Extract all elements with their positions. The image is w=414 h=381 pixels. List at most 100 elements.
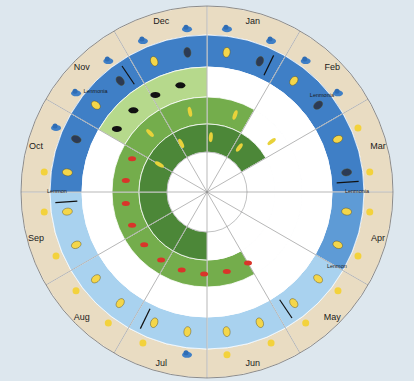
bird-icon — [288, 297, 300, 309]
month-divider — [207, 6, 208, 152]
month-label: Mar — [370, 142, 386, 151]
centre-disc — [167, 152, 247, 232]
wheel-rim — [21, 6, 393, 378]
bird-icon — [70, 134, 82, 144]
month-label: Dec — [153, 17, 169, 26]
spoke — [167, 192, 207, 193]
month-label: May — [324, 313, 341, 322]
animal-silhouette — [112, 126, 122, 132]
cloud-icon — [302, 57, 307, 62]
bird-icon — [341, 168, 352, 176]
tick-mark — [122, 66, 134, 84]
bird-icon — [222, 47, 230, 58]
bird-icon — [312, 99, 324, 111]
sun-icon — [223, 351, 230, 358]
sun-icon — [105, 319, 112, 326]
bird-icon — [222, 326, 230, 337]
sun-icon — [53, 253, 60, 260]
bird-icon — [90, 99, 102, 111]
tick-mark — [280, 300, 292, 318]
month-divider — [247, 192, 393, 193]
bird-icon — [114, 297, 126, 309]
yellow-plant-icon — [145, 128, 155, 138]
tick-mark — [55, 201, 77, 203]
bird-icon — [332, 134, 344, 144]
sun-icon — [334, 287, 341, 294]
red-plant-icon — [157, 257, 165, 262]
month-label: Apr — [371, 233, 385, 242]
month-label: Jan — [246, 17, 261, 26]
spoke — [207, 157, 227, 192]
spoke — [207, 192, 227, 227]
tick-mark — [337, 181, 359, 183]
species-label: Lenmonia — [83, 89, 107, 95]
red-plant-icon — [128, 156, 136, 161]
month-label: Jul — [155, 358, 167, 367]
month-label: Jun — [246, 358, 261, 367]
bird-icon — [62, 168, 73, 176]
yellow-plant-icon — [208, 132, 213, 142]
red-plant-icon — [122, 178, 130, 183]
spoke — [207, 192, 208, 232]
sun-icon — [41, 208, 48, 215]
red-plant-icon — [140, 242, 148, 247]
bird-icon — [341, 207, 352, 215]
bird-icon — [312, 273, 324, 285]
month-label: Oct — [29, 142, 43, 151]
species-label: Lenmon — [47, 189, 67, 195]
cloud-icon — [268, 37, 273, 42]
bird-icon — [149, 55, 159, 67]
red-plant-icon — [200, 271, 208, 276]
cloud-icon — [184, 350, 189, 355]
species-label: Lenmon — [327, 264, 347, 270]
cloud-icon — [139, 37, 144, 42]
red-plant-icon — [178, 267, 186, 272]
yellow-plant-icon — [177, 138, 185, 149]
yellow-plant-icon — [235, 142, 244, 152]
animal-silhouette — [128, 107, 138, 113]
month-divider — [46, 212, 172, 285]
sun-icon — [354, 253, 361, 260]
bird-icon — [114, 75, 126, 87]
month-divider — [114, 31, 187, 157]
bird-icon — [149, 317, 159, 329]
month-label: Sep — [28, 233, 44, 242]
spoke — [207, 152, 208, 192]
bird-icon — [288, 75, 300, 87]
cloud-icon — [223, 25, 228, 30]
month-divider — [114, 227, 187, 353]
cloud-icon — [73, 89, 78, 94]
species-label: Lenmonia — [310, 93, 334, 99]
animal-silhouette — [150, 92, 160, 98]
bird-icon — [70, 240, 82, 250]
spoke — [187, 157, 207, 192]
red-plant-icon — [223, 269, 231, 274]
cloud-icon — [334, 89, 339, 94]
spoke — [187, 192, 207, 227]
yellow-plant-icon — [154, 160, 165, 168]
month-label: Aug — [74, 313, 90, 322]
spoke — [207, 192, 242, 212]
month-divider — [21, 192, 167, 193]
red-plant-icon — [122, 201, 130, 206]
bird-icon — [183, 326, 191, 337]
month-divider — [242, 212, 368, 285]
sun-icon — [73, 287, 80, 294]
cloud-icon — [105, 57, 110, 62]
month-label: Nov — [74, 62, 90, 71]
month-divider — [207, 232, 208, 378]
bird-icon — [255, 317, 265, 329]
spoke — [172, 172, 207, 192]
month-divider — [227, 227, 300, 353]
red-plant-icon — [128, 223, 136, 228]
species-label: Lenmonia — [345, 189, 369, 195]
bird-icon — [332, 240, 344, 250]
tick-mark — [140, 309, 150, 329]
month-label: Feb — [324, 62, 340, 71]
yellow-plant-icon — [187, 106, 193, 117]
sun-icon — [302, 319, 309, 326]
sun-icon — [366, 169, 373, 176]
sun-icon — [268, 339, 275, 346]
spoke — [172, 192, 207, 212]
